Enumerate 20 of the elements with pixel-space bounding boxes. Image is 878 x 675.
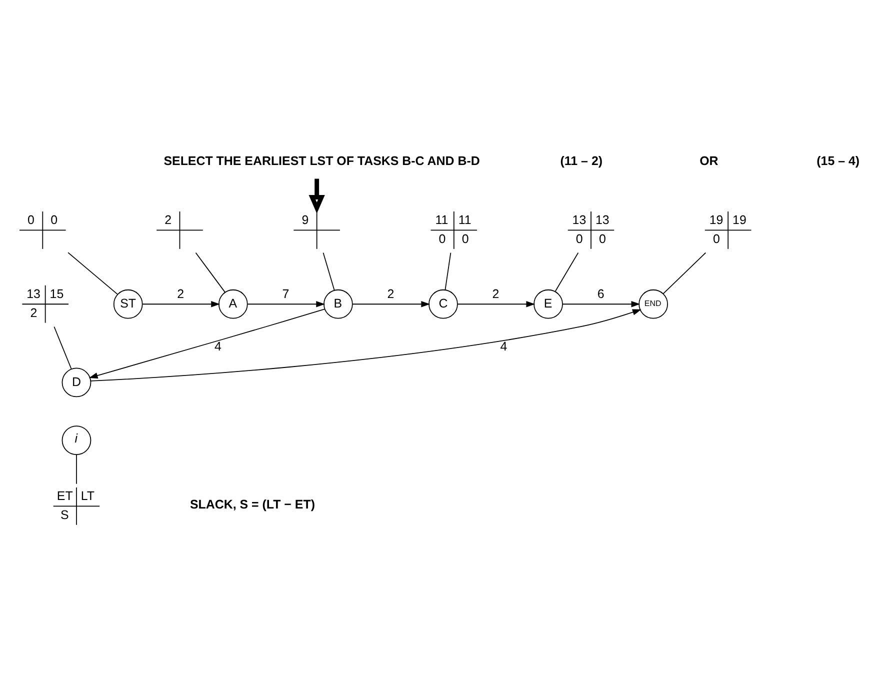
- edge-label: 4: [214, 340, 222, 354]
- node-text: SELECT THE EARLIEST LST OF TASKS B-C AND B-D: [164, 154, 480, 168]
- node-text: 2: [164, 213, 172, 228]
- edge-label: 7: [282, 287, 290, 302]
- node-text: 19 19 0: [709, 213, 746, 246]
- node-text: 11 11 0 0: [435, 213, 472, 246]
- edge-label: 6: [597, 287, 604, 302]
- node-text: ET LT S: [56, 489, 95, 522]
- node-text: 13 15 2: [26, 287, 64, 320]
- node-text: 9: [302, 213, 309, 228]
- label: (15 – 4): [816, 154, 860, 168]
- edge-label: 2: [177, 287, 184, 302]
- label: OR: [700, 154, 718, 168]
- edge-label: 2: [492, 287, 500, 302]
- label: (11 – 2): [560, 154, 603, 168]
- edge-label: 2: [387, 287, 394, 302]
- node-text: 13 13 0 0: [572, 213, 610, 246]
- edge-label: 4: [500, 340, 508, 354]
- label: SLACK, S = (LT − ET): [190, 498, 315, 512]
- node-text: 0 0: [28, 213, 58, 228]
